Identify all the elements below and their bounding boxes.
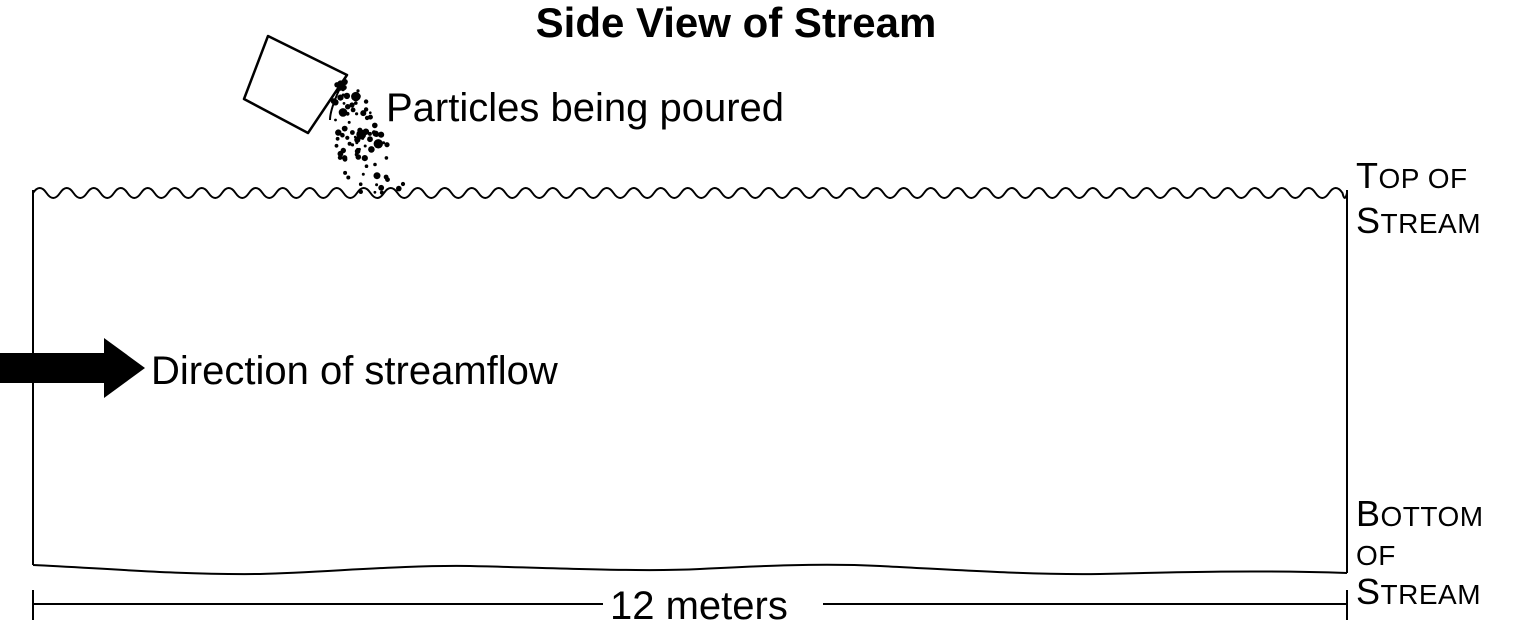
particle (343, 92, 351, 100)
particle (347, 141, 352, 146)
particle (384, 142, 390, 148)
particles-label: Particles being poured (386, 86, 785, 130)
particle (354, 152, 359, 157)
particle (345, 111, 350, 116)
bucket-icon (242, 34, 349, 135)
particle (350, 130, 355, 135)
particle (396, 185, 402, 192)
particle (378, 184, 385, 191)
width-measure (32, 590, 1348, 620)
particle (347, 120, 351, 124)
particle (369, 111, 372, 114)
particle (385, 177, 390, 183)
particle (360, 110, 367, 117)
bottom-label-rest-2: OF (1356, 540, 1396, 571)
particle (341, 155, 348, 161)
bottom-label-cap-3: S (1356, 571, 1381, 612)
particle (363, 107, 369, 112)
particle (373, 162, 377, 167)
top-label-cap-2: S (1356, 200, 1381, 241)
particle (358, 182, 363, 186)
particle (343, 170, 348, 175)
bottom-of-stream-label: BOTTOM OF STREAM (1356, 496, 1484, 613)
particle (364, 115, 370, 121)
particle (341, 125, 348, 132)
particle (367, 131, 372, 136)
width-label: 12 meters (610, 584, 788, 628)
particle (345, 135, 350, 140)
particle (355, 112, 359, 116)
bottom-label-rest-3: TREAM (1380, 579, 1482, 610)
flow-label: Direction of streamflow (151, 349, 558, 393)
particle (346, 175, 351, 180)
particle (373, 139, 383, 149)
top-of-stream-label: TOP OF STREAM (1356, 158, 1481, 242)
particle (350, 143, 355, 147)
particle (361, 155, 368, 162)
particle (342, 102, 346, 105)
particle (373, 172, 381, 180)
particle (350, 107, 356, 113)
top-label-cap-1: T (1356, 155, 1379, 196)
particle (358, 189, 363, 194)
particle (372, 122, 378, 129)
particle (330, 98, 337, 105)
particle (335, 136, 340, 141)
bottom-label-cap-1: B (1356, 493, 1381, 534)
flow-arrow (0, 338, 145, 398)
particle (335, 129, 342, 136)
particle (373, 190, 377, 194)
particle (375, 183, 379, 187)
particle (378, 131, 385, 138)
particle (379, 190, 384, 195)
top-label-rest-1: OP OF (1378, 163, 1468, 194)
particle (356, 89, 360, 93)
particle (349, 102, 355, 108)
particle (363, 99, 369, 104)
particle (368, 146, 375, 153)
particle (364, 164, 369, 168)
particle (384, 156, 389, 160)
particle (372, 130, 379, 137)
particle (354, 101, 358, 105)
particle (338, 108, 348, 117)
particle (353, 94, 359, 100)
particle (357, 147, 361, 151)
particle (337, 86, 343, 91)
particles (330, 78, 406, 195)
particle (340, 132, 345, 138)
diagram-title: Side View of Stream (535, 0, 937, 46)
particle (337, 82, 341, 85)
particle (334, 118, 337, 122)
stream-surface (32, 187, 1348, 199)
particle (340, 147, 346, 154)
particle (337, 94, 344, 101)
particle (400, 181, 406, 187)
particle (335, 89, 339, 93)
particle (361, 172, 365, 176)
particle (367, 136, 373, 143)
particle (362, 128, 370, 135)
particle (345, 104, 351, 110)
bottom-label-rest-1: OTTOM (1380, 501, 1484, 532)
particle (363, 144, 367, 148)
particle (382, 141, 386, 145)
particle (334, 143, 339, 148)
particle (341, 93, 345, 97)
stream-bottom (32, 563, 1348, 576)
top-label-rest-2: TREAM (1380, 208, 1482, 239)
